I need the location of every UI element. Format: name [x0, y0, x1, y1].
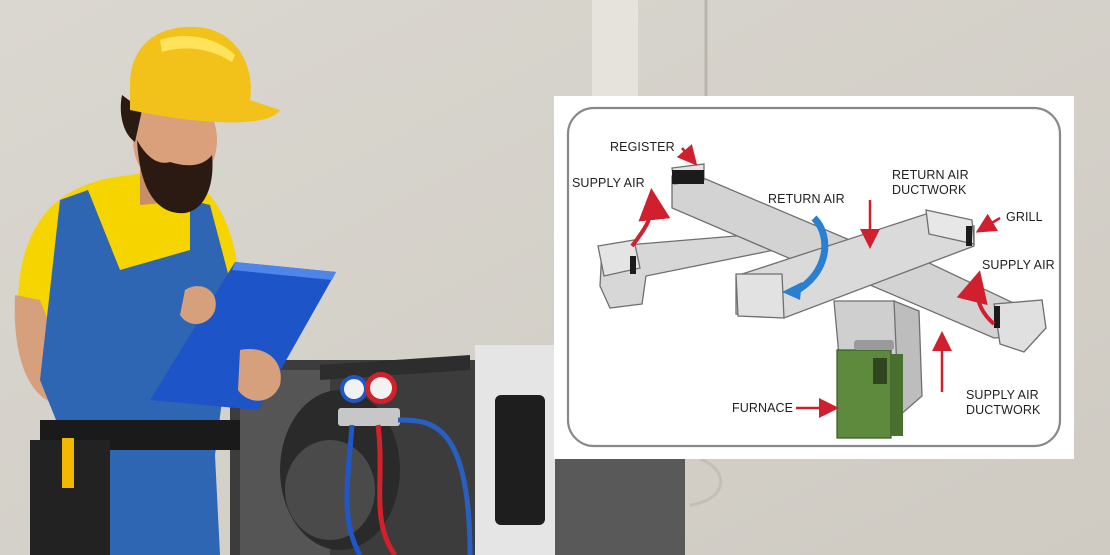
pointer-grill: [975, 213, 1001, 233]
manifold-gauge-icon: [338, 372, 473, 555]
label-register: REGISTER: [610, 140, 675, 154]
supply-duct-right: [993, 299, 1047, 353]
technician-figure: [14, 26, 280, 555]
wall-cable-lower: [689, 457, 723, 507]
label-supply-air-right: SUPPLY AIR: [982, 258, 1055, 272]
writing-hand: [180, 286, 216, 325]
label-return-air: RETURN AIR: [768, 192, 845, 206]
hard-hat: [130, 26, 280, 123]
supply-duct-left: [597, 231, 796, 309]
pointer-register: [676, 144, 698, 166]
ductwork-diagram: [566, 106, 1062, 448]
register-icon: [672, 170, 704, 184]
label-return-air-ductwork: RETURN AIR DUCTWORK: [892, 168, 969, 197]
register-right-icon: [994, 306, 1000, 328]
clipboard-icon: [150, 262, 336, 410]
curved-blue-arrow-icon: [792, 215, 829, 296]
grill-icon: [966, 226, 972, 246]
curved-red-arrow-icon: [630, 188, 671, 248]
label-supply-air-left: SUPPLY AIR: [572, 176, 645, 190]
ductwork-diagram-panel: REGISTER SUPPLY AIR RETURN AIR RETURN AI…: [554, 96, 1074, 459]
curved-red-arrow-icon-right: [956, 270, 996, 326]
furnace-icon: [836, 340, 903, 439]
drain-pipe: [592, 0, 638, 100]
label-supply-air-ductwork: SUPPLY AIR DUCTWORK: [966, 388, 1041, 417]
label-furnace: FURNACE: [732, 401, 794, 415]
beard: [137, 140, 213, 214]
blue-arrow-head: [782, 282, 802, 300]
holding-hand: [238, 349, 281, 401]
label-grill: GRILL: [1006, 210, 1043, 224]
register-left-icon: [630, 256, 636, 274]
